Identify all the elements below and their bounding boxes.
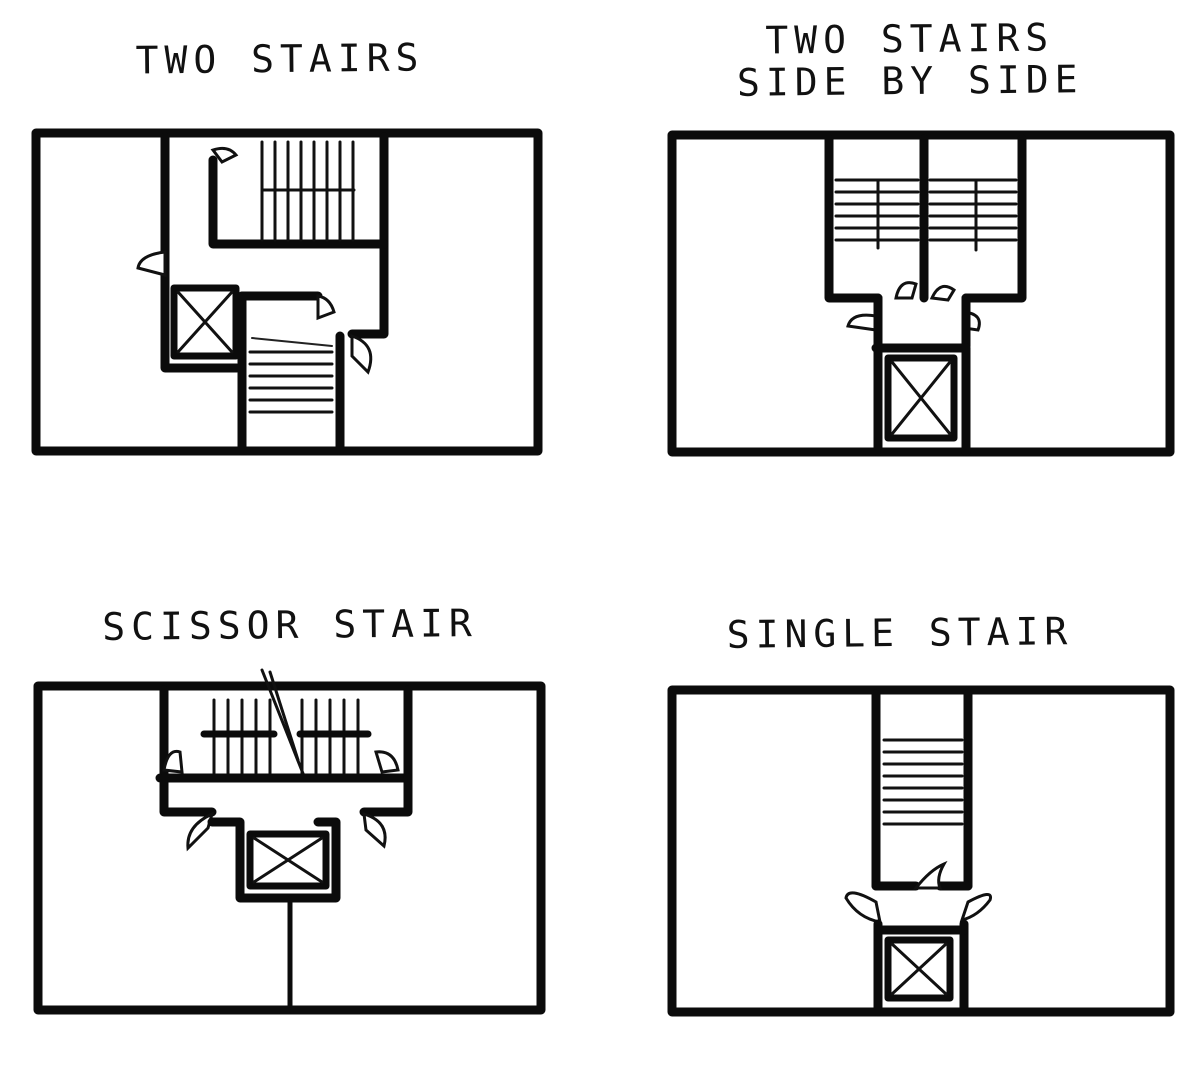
side-by-side-left-stair-wall bbox=[824, 134, 883, 303]
scissor-stair-left-stair-door bbox=[162, 749, 184, 774]
side-by-side-elevator-shaft bbox=[871, 343, 971, 457]
two-stairs-outer-wall bbox=[31, 128, 543, 456]
scissor-stair-treads bbox=[200, 668, 372, 778]
scissor-stair-corridor-right-door bbox=[362, 811, 387, 849]
two-stairs-right-door bbox=[350, 333, 373, 375]
scissor-stair-elevator bbox=[246, 830, 330, 890]
side-by-side-right-stair-wall bbox=[961, 134, 1027, 303]
scissor-stair-right-stair-door bbox=[374, 750, 400, 774]
two-stairs-upper-stair-wall bbox=[208, 155, 389, 249]
single-stair-plan bbox=[667, 685, 1175, 1017]
two-stairs-upper-door bbox=[210, 146, 239, 164]
single-stair-elevator bbox=[884, 936, 954, 1002]
side-by-side-left-stair-door bbox=[894, 281, 918, 300]
side-by-side-right-stair-treads bbox=[928, 178, 1018, 252]
single-stair-lobby-left-door bbox=[844, 891, 882, 924]
side-by-side-lobby-left-door bbox=[846, 313, 878, 332]
side-by-side-plan bbox=[667, 130, 1175, 457]
side-by-side-outer-wall bbox=[667, 130, 1175, 457]
two-stairs-lower-stair-treads bbox=[248, 337, 334, 414]
single-stair-outer-wall bbox=[667, 685, 1175, 1017]
two-stairs-core-left-wall bbox=[160, 132, 242, 373]
two-stairs-lower-door bbox=[316, 294, 336, 321]
single-stair-lobby-right-door bbox=[959, 893, 993, 923]
scissor-stair-corridor-left-door bbox=[186, 811, 215, 852]
two-stairs-core-right-wall bbox=[347, 132, 389, 339]
scissor-stair-corridor-right-wall bbox=[359, 773, 413, 817]
side-by-side-left-stair-treads bbox=[834, 178, 920, 250]
two-stairs-upper-stair-treads bbox=[260, 140, 356, 242]
side-by-side-right-stair-door bbox=[929, 284, 956, 302]
single-stair-treads bbox=[882, 738, 964, 826]
side-by-side-elevator bbox=[884, 354, 958, 442]
two-stairs-elevator bbox=[170, 284, 240, 360]
single-stair-stair-door bbox=[912, 860, 948, 890]
scissor-stair-plan bbox=[33, 668, 546, 1015]
scissor-stair-corridor-left-wall bbox=[159, 773, 217, 817]
two-stairs-plan bbox=[31, 128, 543, 456]
two-stairs-left-door bbox=[136, 250, 167, 277]
